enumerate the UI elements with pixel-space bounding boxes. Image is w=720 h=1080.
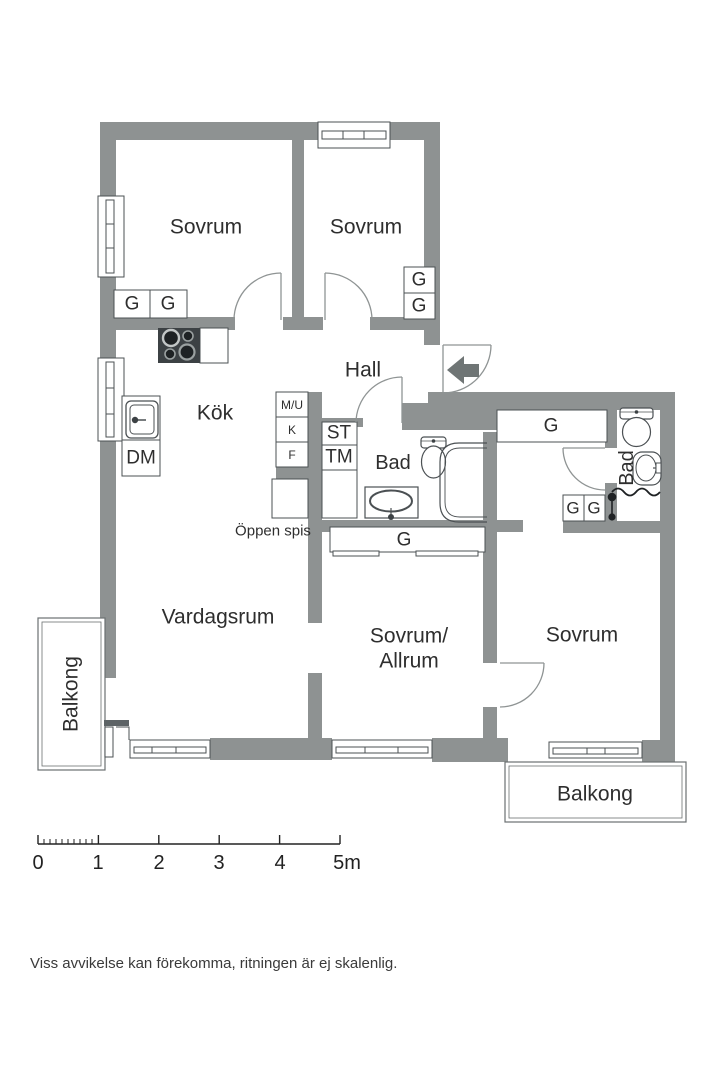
closet-boxes xyxy=(113,266,608,557)
scale-tick-3: 3 xyxy=(213,852,225,874)
closet-label-bed2-b: G xyxy=(411,295,427,317)
fireplace-label: Öppen spis xyxy=(235,522,311,540)
room-label-bedroom3: Sovrum xyxy=(545,623,619,647)
door-swings xyxy=(233,272,606,708)
room-label-bedroom2: Sovrum xyxy=(329,215,403,239)
closet-label-vestibule-b: G xyxy=(587,498,601,518)
micro-oven-label: M/U xyxy=(281,398,303,412)
toilet-icon-bath1 xyxy=(420,436,447,479)
closet-label-below-bath: G xyxy=(396,529,412,551)
washer-label: TM xyxy=(325,446,353,468)
windows xyxy=(97,121,643,759)
scale-tick-2: 2 xyxy=(153,852,165,874)
room-label-bath2: Bad xyxy=(616,450,638,486)
room-label-balcony-left: Balkong xyxy=(59,656,83,732)
entrance-arrow-icon xyxy=(447,356,479,384)
closet-label-bed2-a: G xyxy=(411,269,427,291)
room-label-balcony-right: Balkong xyxy=(557,782,633,806)
room-label-hall: Hall xyxy=(344,358,382,382)
scale-tick-4: 4 xyxy=(274,852,286,874)
stove-icon xyxy=(158,328,200,363)
freezer-label: F xyxy=(288,448,296,462)
balcony-door-icon xyxy=(104,720,130,758)
sink-icon-bath1 xyxy=(364,486,419,520)
scale-tick-0: 0 xyxy=(32,852,44,874)
room-label-family-line1: Sovrum/ xyxy=(369,624,449,648)
room-label-family-line2: Allrum xyxy=(379,649,439,673)
room-label-bath1: Bad xyxy=(375,452,411,474)
shower-icon-bath1 xyxy=(439,442,487,523)
balcony-right-outline xyxy=(504,761,687,823)
shower-head-icon xyxy=(607,492,617,521)
scale-bar xyxy=(37,835,341,845)
dishwasher-label: DM xyxy=(126,447,156,469)
fridge-label: K xyxy=(287,423,297,437)
balcony-left-outline xyxy=(37,617,106,771)
shower-curtain-icon xyxy=(611,487,661,497)
toilet-icon-bath2 xyxy=(619,407,654,448)
scale-tick-1: 1 xyxy=(92,852,104,874)
sink-icon-bath2 xyxy=(632,451,662,486)
room-label-kitchen: Kök xyxy=(196,401,234,425)
cleaning-closet-label: ST xyxy=(326,422,352,444)
closet-label-vestibule-a: G xyxy=(566,498,580,518)
closet-label-wing: G xyxy=(543,415,559,437)
closet-label-bed1-b: G xyxy=(160,293,176,315)
room-label-bedroom1: Sovrum xyxy=(169,215,243,239)
kitchen-sink-icon xyxy=(125,400,159,439)
scale-tick-5: 5m xyxy=(333,852,361,874)
room-label-living: Vardagsrum xyxy=(161,605,275,629)
disclaimer-text: Viss avvikelse kan förekomma, ritningen … xyxy=(30,955,398,972)
closet-label-bed1-a: G xyxy=(124,293,140,315)
